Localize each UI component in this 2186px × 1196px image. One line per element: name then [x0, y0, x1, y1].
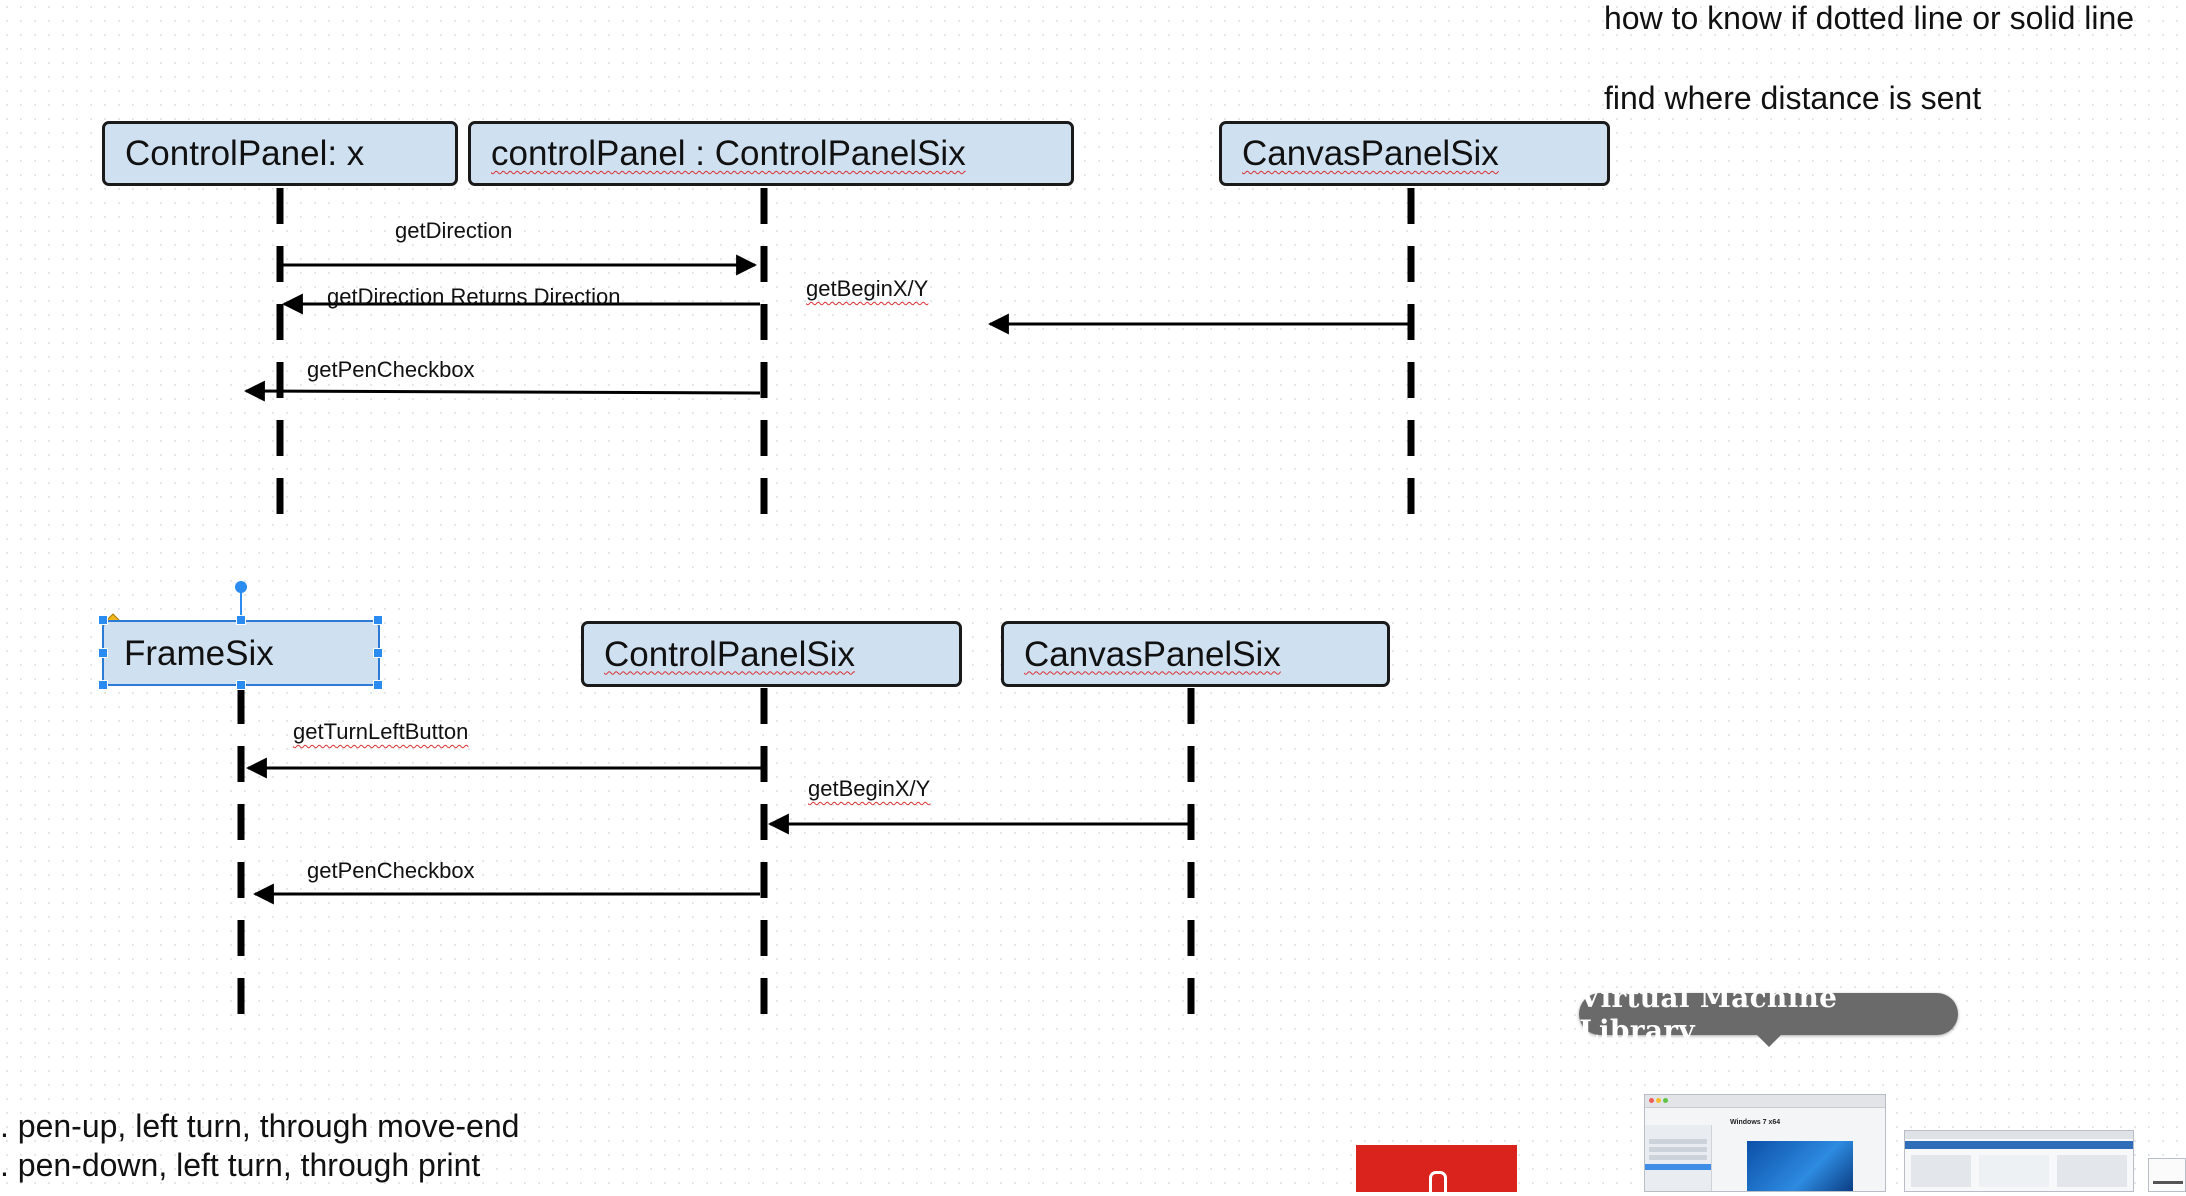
note-list-line-2: . pen-down, left turn, through print — [0, 1147, 481, 1183]
note-distance-sent: find where distance is sent — [1604, 80, 1982, 116]
note-dotted-or-solid: how to know if dotted line or solid line — [1604, 0, 2135, 36]
selection-handle-icon[interactable] — [98, 615, 108, 625]
thumbnail-vm-screen — [1747, 1141, 1853, 1191]
message-getdirection: getDirection — [395, 218, 513, 243]
participant-controlpanel-x[interactable]: ControlPanel: x — [102, 121, 458, 186]
participant-canvaspanel-six-bottom[interactable]: CanvasPanelSix — [1001, 621, 1390, 687]
arrow-getpencheckbox-top — [243, 380, 761, 402]
participant-controlpanel-six-bottom[interactable]: ControlPanelSix — [581, 621, 962, 687]
participant-label: ControlPanel: x — [125, 134, 365, 173]
message-getturnleftbutton: getTurnLeftButton — [293, 719, 469, 744]
selection-handle-icon[interactable] — [236, 680, 246, 690]
minimize-dot-icon — [1656, 1098, 1661, 1103]
maximize-dot-icon — [1663, 1098, 1668, 1103]
thumbnail-titlebar — [1645, 1095, 1885, 1108]
app-glyph-icon — [1429, 1171, 1447, 1196]
selection-handle-icon[interactable] — [236, 615, 246, 625]
vm-library-window-thumbnail[interactable]: Windows 7 x64 — [1644, 1094, 1886, 1192]
selection-handle-icon[interactable] — [373, 615, 383, 625]
participant-canvaspanel-six-top[interactable]: CanvasPanelSix — [1219, 121, 1610, 186]
note-list-line-1: . pen-up, left turn, through move-end — [0, 1108, 520, 1144]
message-getpencheckbox-top: getPenCheckbox — [307, 357, 475, 382]
virtual-machine-library-tooltip: Virtual Machine Library — [1579, 981, 1958, 1047]
selection-handle-icon[interactable] — [98, 648, 108, 658]
third-window-thumbnail[interactable] — [2148, 1158, 2186, 1192]
rotate-handle-icon[interactable] — [235, 581, 247, 593]
thumbnail-vm-title: Windows 7 x64 — [1730, 1119, 1781, 1126]
participant-framesix[interactable]: FrameSix — [102, 620, 380, 686]
participant-label: controlPanel : ControlPanelSix — [491, 134, 966, 173]
second-window-thumbnail[interactable] — [1904, 1130, 2134, 1192]
message-getbeginxy-bottom: getBeginX/Y — [808, 776, 931, 801]
participant-label: ControlPanelSix — [604, 634, 855, 674]
dock-app-tile[interactable] — [1356, 1145, 1517, 1196]
participant-label: CanvasPanelSix — [1024, 634, 1281, 674]
message-getdirection-returns: getDirection Returns Direction — [327, 284, 621, 309]
thumbnail-sidebar — [1645, 1125, 1712, 1191]
participant-label: CanvasPanelSix — [1242, 134, 1499, 173]
selection-handle-icon[interactable] — [373, 648, 383, 658]
participant-label: FrameSix — [124, 633, 274, 673]
message-getbeginxy-top: getBeginX/Y — [806, 276, 929, 301]
participant-controlpanel-six-top[interactable]: controlPanel : ControlPanelSix — [468, 121, 1074, 186]
close-dot-icon — [1649, 1098, 1654, 1103]
selection-handle-icon[interactable] — [98, 680, 108, 690]
message-getpencheckbox-bottom: getPenCheckbox — [307, 858, 475, 883]
selection-handle-icon[interactable] — [373, 680, 383, 690]
